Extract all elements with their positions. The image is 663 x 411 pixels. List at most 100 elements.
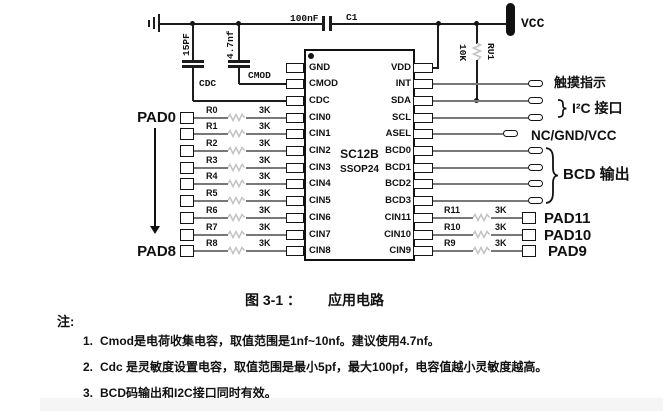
resistor-name: R4 — [206, 171, 218, 181]
pin-label-vdd: VDD — [390, 62, 411, 73]
resistor-value: 3K — [259, 138, 271, 148]
port-oval-sda — [528, 97, 543, 104]
ru1-resistor-zigzag — [471, 43, 483, 61]
resistor-zigzag — [228, 146, 246, 155]
cmod-wire-to-pin — [239, 83, 286, 85]
vdd-wire-h — [433, 67, 439, 69]
wire-bcd0 — [433, 150, 528, 152]
port-oval-asel — [503, 130, 518, 137]
cap-c1-plate-left — [322, 16, 325, 31]
pad11-label: PAD11 — [544, 210, 591, 227]
pad-square — [180, 128, 194, 140]
resistor-value: 3K — [259, 205, 271, 215]
pin-box-cin5 — [286, 196, 304, 206]
asel-option-label: NC/GND/VCC — [531, 128, 617, 143]
cdc-wire-to-pin — [193, 100, 286, 102]
ground-bar-large — [158, 14, 160, 32]
pad-square — [522, 212, 536, 224]
pin-label-cin8: CIN8 — [309, 245, 331, 256]
pin-box-cin2 — [286, 146, 304, 156]
resistor-zigzag — [228, 230, 246, 239]
resistor-name: R9 — [444, 238, 456, 248]
pin-box-cin4 — [286, 179, 304, 189]
pin-box-cin9 — [413, 246, 433, 256]
pad0-label: PAD0 — [137, 109, 176, 126]
pin-box-cin3 — [286, 163, 304, 173]
wire-bcd3 — [433, 200, 528, 202]
resistor-zigzag — [228, 246, 246, 255]
pin-label-cin2: CIN2 — [309, 145, 331, 156]
pad-square — [180, 195, 194, 207]
port-oval-bcd1 — [528, 164, 543, 171]
top-rail-left — [160, 23, 322, 25]
pin-box-vdd — [413, 63, 433, 73]
pad-square — [522, 229, 536, 241]
pin-label-cin3: CIN3 — [309, 162, 331, 173]
resistor-value: 3K — [259, 105, 271, 115]
pin-box-cin7 — [286, 230, 304, 240]
pad-square — [180, 145, 194, 157]
pin-box-gnd — [286, 63, 304, 73]
wire-int — [433, 83, 528, 85]
pin-label-bcd1: BCD1 — [385, 162, 411, 173]
chip-pin1-dot — [308, 53, 314, 59]
ru1-wire-lower — [476, 60, 478, 101]
resistor-name: R7 — [206, 222, 218, 232]
pin-box-cin1 — [286, 129, 304, 139]
cmod-cap-plate-bottom — [228, 65, 250, 68]
pin-label-cin6: CIN6 — [309, 212, 331, 223]
pin-box-sda — [413, 96, 433, 106]
wire-bcd2 — [433, 183, 528, 185]
port-oval-bcd3 — [528, 197, 543, 204]
pin-label-bcd3: BCD3 — [385, 195, 411, 206]
pin-box-bcd3 — [413, 196, 433, 206]
pad-square — [522, 245, 536, 257]
note-number: 3. — [83, 386, 94, 400]
pin-label-cmod: CMOD — [309, 78, 339, 89]
resistor-value: 3K — [495, 205, 507, 215]
pin-label-cdc: CDC — [309, 95, 330, 106]
pin-box-asel — [413, 129, 433, 139]
pin-label-cin7: CIN7 — [309, 229, 331, 240]
cdc-cap-plate-top — [182, 60, 204, 63]
note-item: 1. Cmod是电荷收集电容，取值范围是1nf~10nf。建议使用4.7nf。 — [83, 334, 440, 349]
pad-square — [180, 112, 194, 124]
cdc-cap-plate-bottom — [182, 65, 204, 68]
pin-label-asel: ASEL — [385, 128, 411, 139]
note-item: 3. BCD码输出和I2C接口同时有效。 — [83, 386, 277, 401]
port-oval-bcd0 — [528, 147, 543, 154]
resistor-name: R2 — [206, 138, 218, 148]
pin-box-cin8 — [286, 246, 304, 256]
pin-box-bcd2 — [413, 179, 433, 189]
pin-box-cin10 — [413, 230, 433, 240]
pin-label-cin10: CIN10 — [384, 229, 411, 240]
pin-box-cin6 — [286, 213, 304, 223]
pin-label-cin9: CIN9 — [389, 245, 411, 256]
pin-box-bcd1 — [413, 163, 433, 173]
junction-dot — [236, 21, 241, 26]
resistor-value: 3K — [259, 171, 271, 181]
resistor-zigzag — [473, 213, 491, 222]
page-edge-strip — [40, 398, 663, 411]
resistor-zigzag — [228, 196, 246, 205]
pad10-label: PAD10 — [544, 227, 592, 244]
ground-bar-small — [148, 20, 150, 27]
resistor-value: 3K — [259, 155, 271, 165]
note-text: BCD码输出和I2C接口同时有效。 — [100, 386, 277, 400]
resistor-name: R5 — [206, 188, 218, 198]
pin-label-cin5: CIN5 — [309, 195, 331, 206]
wire-bcd1 — [433, 167, 528, 169]
resistor-name: R8 — [206, 238, 218, 248]
chip-name: SC12B — [340, 147, 379, 161]
resistor-value: 3K — [259, 121, 271, 131]
cdc-branch-lower — [192, 68, 194, 101]
resistor-zigzag — [228, 179, 246, 188]
pad-square — [180, 229, 194, 241]
cmod-cap-value-label: 4.7nf — [225, 30, 236, 59]
ground-bar-mid — [153, 17, 155, 29]
pin-label-cin1: CIN1 — [309, 128, 331, 139]
pin-box-int — [413, 79, 433, 89]
resistor-zigzag — [473, 230, 491, 239]
caption-title: 应用电路 — [328, 292, 384, 308]
cap-c1-plate-right — [329, 16, 332, 31]
